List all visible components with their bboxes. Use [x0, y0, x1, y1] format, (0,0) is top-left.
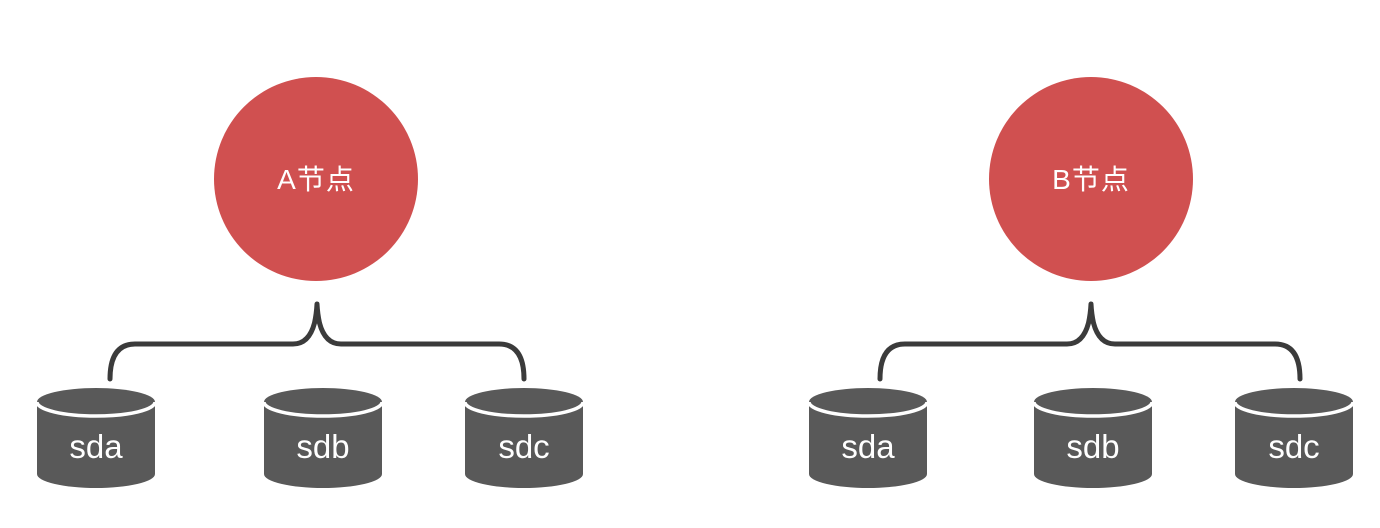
node-b-label: B节点 — [1052, 164, 1130, 195]
disk-label: sdb — [296, 428, 349, 465]
disk-rim-line — [262, 401, 384, 418]
node-a-label: A节点 — [277, 164, 355, 195]
disk-label: sda — [69, 428, 123, 465]
disk-label: sdb — [1066, 428, 1119, 465]
disk-rim-line — [807, 401, 929, 418]
disk-rim-line — [1032, 401, 1154, 418]
brace-connector-a — [107, 301, 527, 382]
disk-label: sdc — [1268, 428, 1319, 465]
disk-b-sdc: sdc — [1233, 388, 1355, 488]
disk-rim-line — [35, 401, 157, 418]
node-group-a: A节点 sda sdb sdc — [35, 77, 585, 488]
disk-b-sda: sda — [807, 388, 929, 488]
disk-label: sda — [841, 428, 895, 465]
disk-a-sda: sda — [35, 388, 157, 488]
brace-connector-b — [877, 301, 1303, 382]
disk-a-sdc: sdc — [463, 388, 585, 488]
node-b-circle — [989, 77, 1193, 281]
disk-label: sdc — [498, 428, 549, 465]
disk-rim-line — [1233, 401, 1355, 418]
node-group-b: B节点 sda sdb sdc — [807, 77, 1355, 488]
disk-a-sdb: sdb — [262, 388, 384, 488]
node-a-circle — [214, 77, 418, 281]
disk-rim-line — [463, 401, 585, 418]
disk-b-sdb: sdb — [1032, 388, 1154, 488]
